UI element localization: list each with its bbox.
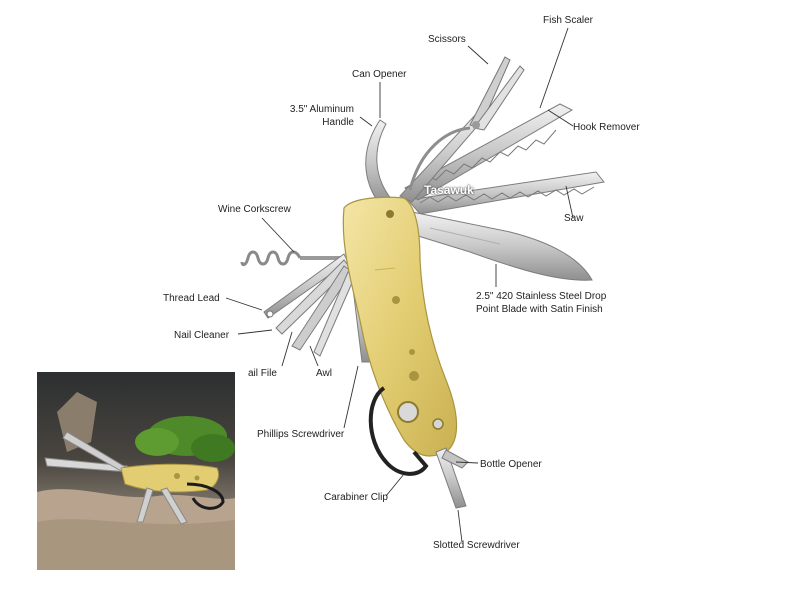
saw-blade (407, 171, 605, 215)
inset-photo-scene (37, 372, 235, 570)
scissors-tool (399, 56, 525, 203)
can-opener-tool (365, 119, 393, 206)
leader-lines (225, 27, 574, 543)
label-fish-scaler: Fish Scaler (543, 15, 594, 26)
moss-shape (135, 416, 235, 462)
slotted-screwdriver-tool (435, 447, 469, 509)
label-bottle-opener: Bottle Opener (480, 459, 542, 470)
inset-knife (44, 431, 225, 525)
label-blade-line1: 2.5" 420 Stainless Steel Drop (476, 291, 607, 302)
label-thread-lead: Thread Lead (163, 293, 220, 304)
label-phillips-screwdriver: Phillips Screwdriver (257, 429, 345, 440)
label-hook-remover: Hook Remover (573, 122, 640, 133)
label-blade: 2.5" 420 Stainless Steel Drop Point Blad… (476, 290, 606, 316)
label-wine-corkscrew: Wine Corkscrew (218, 204, 291, 215)
corkscrew-tool (240, 250, 345, 267)
label-aluminum-handle-line2: Handle (322, 117, 354, 128)
brand-logo-text: Tasawuk (424, 183, 474, 197)
small-tools-cluster (263, 253, 356, 357)
label-nail-file: ail File (248, 368, 277, 379)
label-aluminum-handle-line1: 3.5" Aluminum (289, 104, 354, 115)
label-slotted-screwdriver: Slotted Screwdriver (433, 540, 520, 551)
label-nail-cleaner: Nail Cleaner (174, 330, 230, 341)
label-saw: Saw (564, 213, 584, 224)
label-aluminum-handle: 3.5" Aluminum Handle (280, 103, 354, 129)
label-blade-line2: Point Blade with Satin Finish (476, 304, 603, 315)
label-awl: Awl (316, 368, 332, 379)
aluminum-handle (342, 196, 458, 457)
label-scissors: Scissors (428, 34, 466, 45)
main-blade (411, 211, 593, 281)
inset-product-photo (37, 372, 235, 570)
label-can-opener: Can Opener (352, 69, 407, 80)
carabiner-clip (368, 386, 429, 476)
label-carabiner-clip: Carabiner Clip (324, 492, 388, 503)
